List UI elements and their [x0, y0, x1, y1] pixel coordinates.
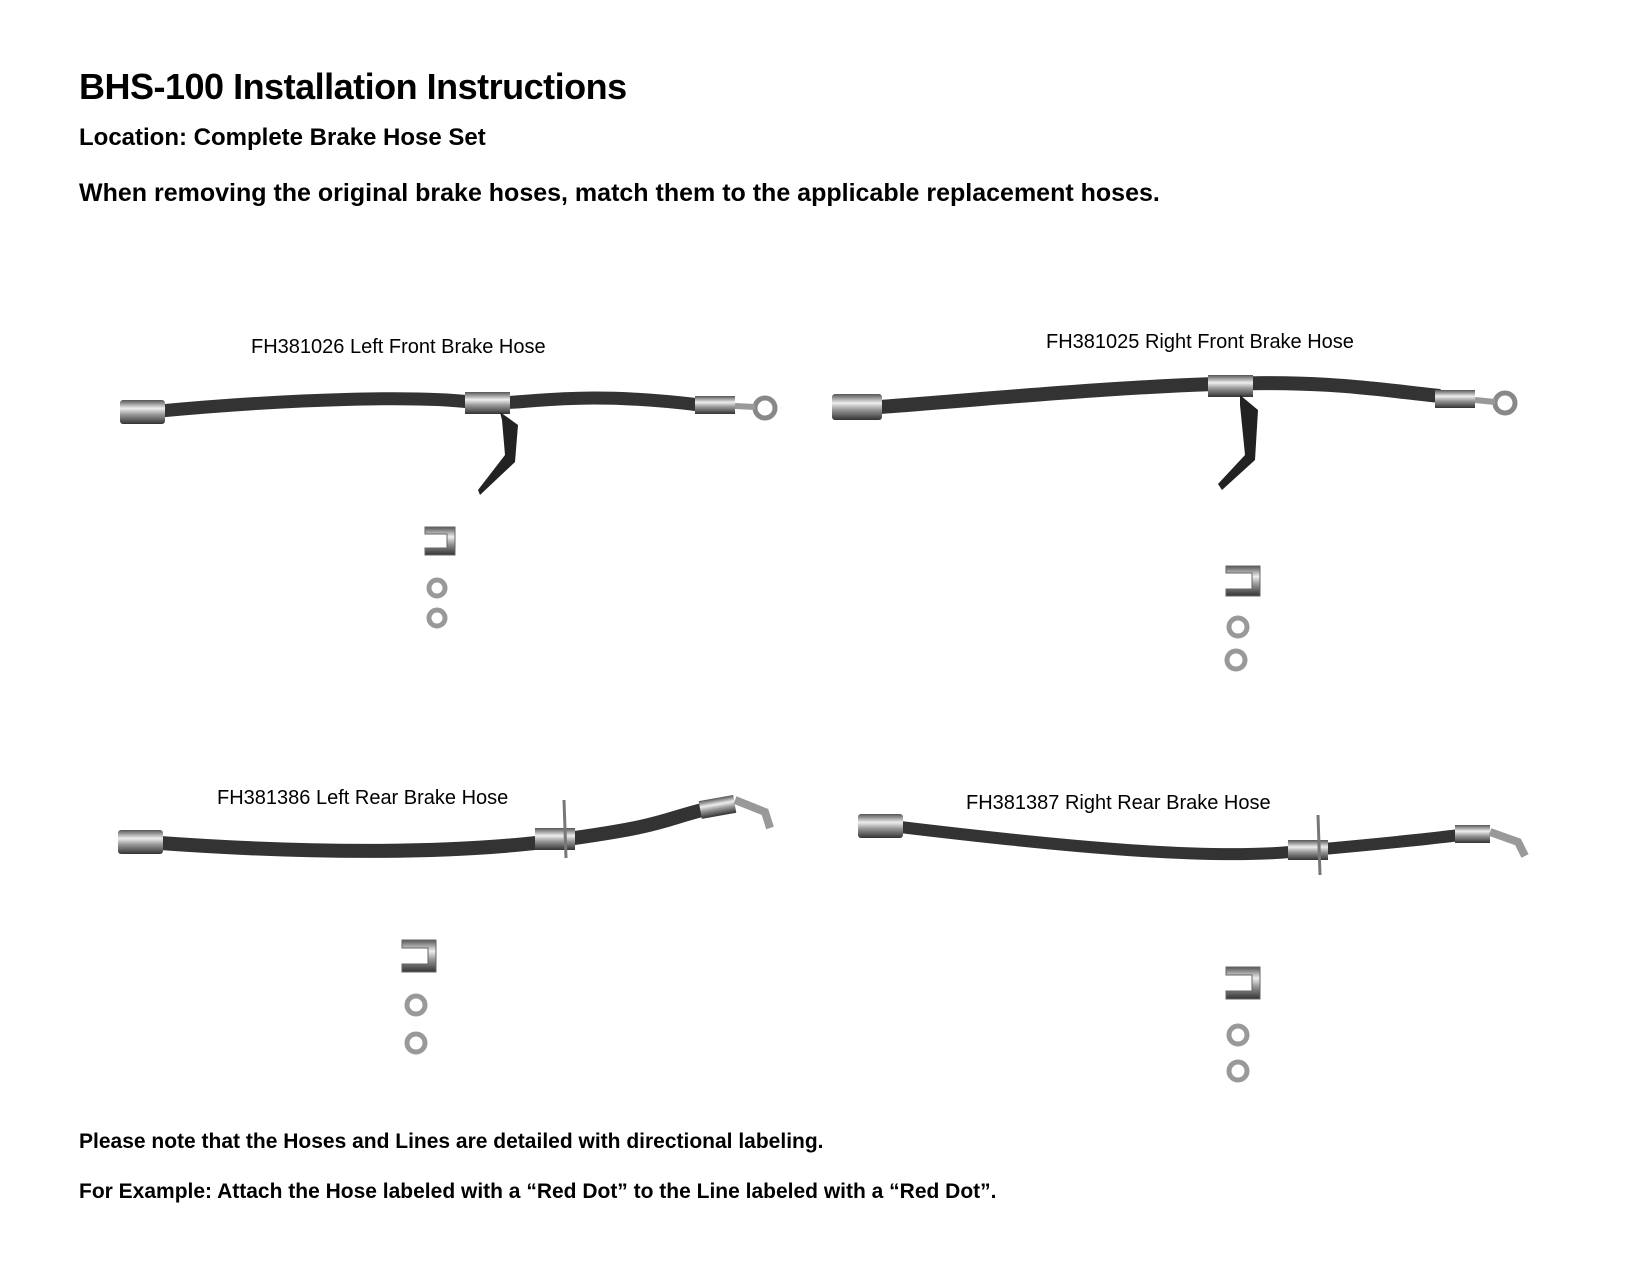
hose-label-left-front: FH381026 Left Front Brake Hose [251, 336, 546, 358]
directional-labeling-note: Please note that the Hoses and Lines are… [79, 1130, 824, 1153]
intro-instruction: When removing the original brake hoses, … [79, 179, 1160, 207]
left-rear-hose-image [118, 795, 774, 859]
right-front-clip-and-washers [1224, 565, 1261, 672]
right-front-hose-image [832, 375, 1518, 490]
hose-label-left-rear: FH381386 Left Rear Brake Hose [217, 787, 509, 809]
left-front-clip-and-washers [424, 526, 456, 629]
left-rear-clip-and-washers [401, 939, 437, 1055]
right-rear-hose-image [858, 814, 1529, 876]
page-title: BHS-100 Installation Instructions [79, 66, 627, 107]
left-front-hose-image [120, 391, 778, 495]
location-subtitle: Location: Complete Brake Hose Set [79, 124, 486, 151]
red-dot-example-note: For Example: Attach the Hose labeled wit… [79, 1180, 997, 1203]
right-rear-clip-and-washers [1225, 966, 1261, 1083]
hose-label-right-front: FH381025 Right Front Brake Hose [1046, 331, 1354, 353]
hose-label-right-rear: FH381387 Right Rear Brake Hose [966, 792, 1271, 814]
